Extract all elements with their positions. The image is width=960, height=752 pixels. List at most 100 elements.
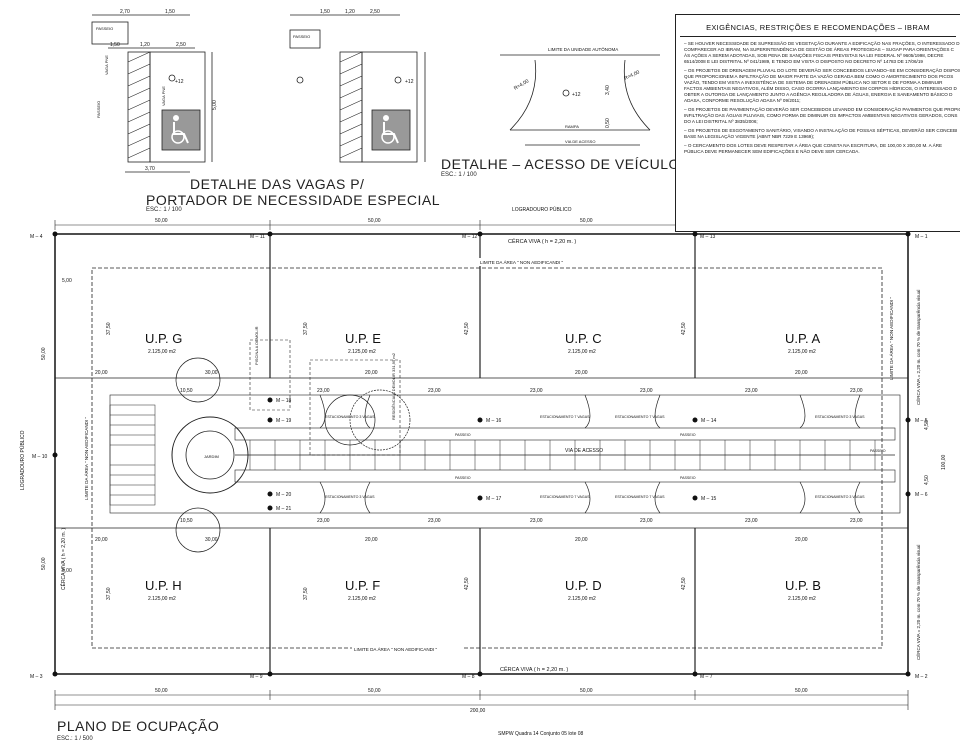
unit-area: 2.125,00 m2 xyxy=(348,349,376,355)
dim-label: 23,00 xyxy=(850,518,863,524)
dim-label: 42,50 xyxy=(681,322,687,335)
dim-label: 1,50 xyxy=(110,42,120,48)
parking-label: ESTACIONAMENTO 7 VAGAS xyxy=(615,415,665,419)
dim-label: 2,70 xyxy=(120,9,130,15)
detail-veiculos-scale: ESC.: 1 / 100 xyxy=(441,172,477,178)
dim-label: 23,00 xyxy=(317,388,330,394)
note-line: VAZÃO, TENDO EM VISTA A INEXISTÊNCIA DE … xyxy=(684,80,943,85)
dim-label: 23,00 xyxy=(745,518,758,524)
dim-label: 20,00 xyxy=(795,370,808,376)
note-line: – OS PROJETOS DE ESGOTAMENTO SANITÁRIO, … xyxy=(684,128,958,133)
note-line: BASE NA LEGISLAÇÃO VIGENTE (ABNT NBR 722… xyxy=(684,134,815,139)
dim-label: 23,00 xyxy=(640,518,653,524)
dim-label: 100,00 xyxy=(941,454,947,470)
limite-label: LIMITE DA ÁREA " NON AEDIFICANDI " xyxy=(888,296,894,380)
note-line: INFILTRAÇÃO DAS ÁGUAS PLUVIAIS, COMO FOR… xyxy=(684,113,958,118)
dim-label: 4,50 xyxy=(924,475,930,485)
passeio-label: PASSEIO xyxy=(680,433,696,437)
dim-label: 50,00 xyxy=(41,347,47,360)
marker-label: M – 18 xyxy=(276,398,292,404)
dim-label: 3,40 xyxy=(605,85,611,95)
vaga-pne-label: VAGA PNE xyxy=(104,55,109,75)
dim-label: 1,20 xyxy=(140,42,150,48)
unit-area: 2.125,00 m2 xyxy=(148,349,176,355)
piscina-label: PISCINA A DEMOLIR xyxy=(254,326,259,365)
non-aedificandi-limit xyxy=(91,267,883,649)
dim-label: 50,00 xyxy=(580,218,593,224)
detail-vagas-pne: 2,70 1,50 1,50 1,20 2,50 PASSEIO VAGA PN… xyxy=(91,9,426,173)
unit-label: U.P. F xyxy=(345,578,380,593)
note-line: COMPARECER AO IBRAM, NA SUPERINTENDÊNCIA… xyxy=(684,47,954,52)
unit-label: U.P. D xyxy=(565,578,602,593)
dim-label: 23,00 xyxy=(745,388,758,394)
via-de-acesso-label: VIA DE ACESSO xyxy=(565,448,603,454)
dim-label: 30,00 xyxy=(205,537,218,543)
unit-label: U.P. A xyxy=(785,331,821,346)
residencia-label: RESIDÊNCIA A DEMOLIR 331,95 m2 xyxy=(391,352,396,420)
dim-label: 200,00 xyxy=(470,708,486,714)
parking-label: ESTACIONAMENTO 3 VAGAS xyxy=(815,495,865,499)
dim-label: 1,50 xyxy=(320,9,330,15)
dim-label: 23,00 xyxy=(530,388,543,394)
level-mark: +12 xyxy=(175,79,184,85)
dim-label: 50,00 xyxy=(41,557,47,570)
dim-label: 50,00 xyxy=(580,688,593,694)
dim-label: 10,50 xyxy=(180,388,193,394)
dim-label: 23,00 xyxy=(428,518,441,524)
dim-label: 23,00 xyxy=(317,518,330,524)
level-mark: +12 xyxy=(405,79,414,85)
unit-label: U.P. E xyxy=(345,331,381,346)
level-mark: +12 xyxy=(572,92,581,98)
limite-label: LIMITE DA ÁREA " NON AEDIFICANDI " xyxy=(480,259,564,265)
cerca-viva-side-label: CÊRCA VIVA = 2,20 m. com 70 % de transpa… xyxy=(914,545,921,660)
marker-label: M – 11 xyxy=(250,234,265,240)
note-line: – SE HOUVER NECESSIDADE DE SUPRESSÃO DE … xyxy=(684,41,960,46)
limite-unidade-label: LIMITE DA UNIDADE AUTÔNOMA xyxy=(548,46,618,52)
plan-scale: ESC.: 1 / 500 xyxy=(57,736,93,742)
plano-ocupacao: VIA DE ACESSO xyxy=(19,206,947,737)
cerca-viva-label: CÊRCA VIVA ( h = 2,20 m. ) xyxy=(508,237,576,245)
unit-area: 2.125,00 m2 xyxy=(568,596,596,602)
note-line: 6514/2008 E LEI DISTRITAL Nº 041/1989, E… xyxy=(684,59,923,64)
note-line: ADASA, CONFORME RESOLUÇÃO ADASA Nº 09/20… xyxy=(684,98,801,103)
unit-area: 2.125,00 m2 xyxy=(568,349,596,355)
marker-label: M – 12 xyxy=(462,234,478,240)
dim-label: 3,70 xyxy=(145,166,155,172)
passeio-label: PASSEIO xyxy=(96,26,113,31)
dim-label: 30,00 xyxy=(205,370,218,376)
dim-label: 20,00 xyxy=(575,370,588,376)
dim-label: 20,00 xyxy=(575,537,588,543)
marker-label: M – 16 xyxy=(486,418,502,424)
marker-label: M – 4 xyxy=(30,234,43,240)
passeio-label: PASSEIO xyxy=(870,449,886,453)
parking-label: ESTACIONAMENTO 3 VAGAS xyxy=(325,495,375,499)
parking-label: ESTACIONAMENTO 3 VAGAS xyxy=(325,415,375,419)
passeio-label: PASSEIO xyxy=(680,476,696,480)
note-line: PÚBLICA DEVE PERMANECER SEM EDIFICAÇÕES … xyxy=(684,149,860,154)
note-line: – OS PROJETOS DE PAVIMENTAÇÃO DEVERÃO SE… xyxy=(684,107,960,112)
jardim-label: JARDIM xyxy=(204,454,219,459)
passeio-label: PASSEIO xyxy=(455,476,471,480)
marker-label: M – 14 xyxy=(701,418,717,424)
lot-boundary xyxy=(54,233,909,675)
note-line: ÀS AÇÕES A SEREM ADOTADAS, SOB PENA DE S… xyxy=(684,53,944,58)
accessible-parking-symbol xyxy=(161,109,201,151)
dim-label: 50,00 xyxy=(155,688,168,694)
cerca-viva-side-label: CÊRCA VIVA = 2,20 m. com 70 % de transpa… xyxy=(914,290,921,405)
dim-label: 42,50 xyxy=(464,577,470,590)
marker-label: M – 17 xyxy=(486,496,502,502)
marker-label: M – 2 xyxy=(915,674,928,680)
parking-label: ESTACIONAMENTO 7 VAGAS xyxy=(540,495,590,499)
marker-label: M – 9 xyxy=(250,674,263,680)
dim-label: 50,00 xyxy=(368,688,381,694)
accessible-parking-symbol xyxy=(371,109,411,151)
logradouro-label: LOGRADOURO PÚBLICO xyxy=(19,430,26,490)
unit-label: U.P. G xyxy=(145,331,182,346)
hatched-strip xyxy=(127,51,151,163)
detail-vagas-title-2: PORTADOR DE NECESSIDADE ESPECIAL xyxy=(146,192,440,208)
radius-label: R=4,00 xyxy=(513,78,530,91)
note-line: FACTOS AMBIENTAIS NEGATIVOS, ALÉM DISSO,… xyxy=(684,86,957,91)
marker-label: M – 20 xyxy=(276,492,292,498)
dim-label: 37,50 xyxy=(303,322,309,335)
